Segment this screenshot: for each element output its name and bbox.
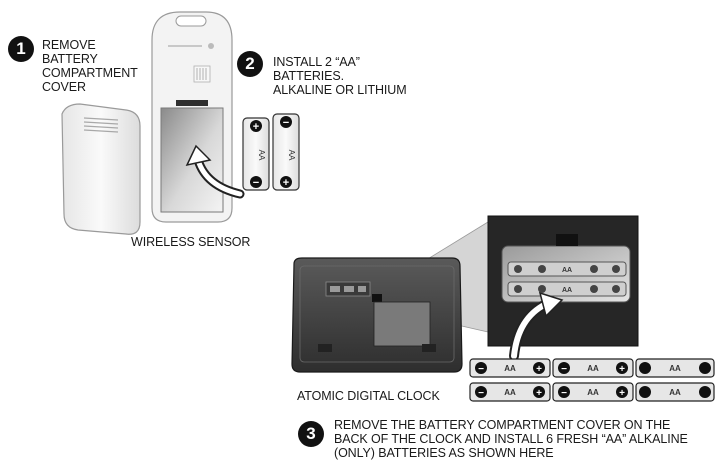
battery-1-minus: − <box>253 177 259 189</box>
clock-battery-5-minus: − <box>561 388 567 399</box>
clock-battery-4-label: AA <box>504 388 516 397</box>
clock-battery-1-plus: + <box>536 364 542 375</box>
step-1-badge: 1 <box>8 36 34 62</box>
step-2-line-3: ALKALINE OR LITHIUM <box>273 83 407 97</box>
clock-battery-1-label: AA <box>504 364 516 373</box>
clock-insert-arrow <box>509 291 564 361</box>
slot-row-2-label: AA <box>562 287 572 294</box>
battery-2-minus: − <box>283 117 289 129</box>
clock-battery-2-label: AA <box>587 364 599 373</box>
clock-battery-5-label: AA <box>587 388 599 397</box>
step-1-caption: REMOVE BATTERY COMPARTMENT COVER <box>42 38 138 94</box>
step-1-line-3: COMPARTMENT <box>42 66 138 80</box>
clock-battery-4-plus: + <box>536 388 542 399</box>
sensor-battery-1 <box>242 117 270 191</box>
clock-label: ATOMIC DIGITAL CLOCK <box>297 389 440 403</box>
atomic-digital-clock <box>291 257 463 373</box>
clock-battery-row-2 <box>469 382 715 402</box>
clock-battery-5-plus: + <box>619 388 625 399</box>
clock-battery-2-plus: + <box>619 364 625 375</box>
clock-battery-1-minus: − <box>478 364 484 375</box>
step-3-caption: REMOVE THE BATTERY COMPARTMENT COVER ON … <box>334 418 688 460</box>
step-1-line-2: BATTERY <box>42 52 98 66</box>
sensor-label: WIRELESS SENSOR <box>131 235 251 249</box>
clock-battery-4-minus: − <box>478 388 484 399</box>
step-2-line-1: INSTALL 2 “AA” <box>273 55 360 69</box>
sensor-insert-arrow <box>185 144 245 199</box>
battery-2-label: AA <box>287 150 296 161</box>
step-3-badge: 3 <box>298 421 324 447</box>
clock-battery-row-1 <box>469 358 715 378</box>
slot-row-1-label: AA <box>562 267 572 274</box>
clock-battery-3-label: AA <box>669 364 681 373</box>
sensor-battery-2 <box>272 113 300 191</box>
zoomed-battery-compartment <box>487 215 639 347</box>
step-3-line-3: (ONLY) BATTERIES AS SHOWN HERE <box>334 446 554 460</box>
clock-battery-6-label: AA <box>669 388 681 397</box>
step-3-line-1: REMOVE THE BATTERY COMPARTMENT COVER ON … <box>334 418 671 432</box>
battery-1-label: AA <box>257 150 266 161</box>
step-2-line-2: BATTERIES. <box>273 69 345 83</box>
step-2-caption: INSTALL 2 “AA” BATTERIES. ALKALINE OR LI… <box>273 55 407 97</box>
battery-cover <box>61 103 141 235</box>
battery-1-plus: + <box>253 121 259 133</box>
step-3-line-2: BACK OF THE CLOCK AND INSTALL 6 FRESH “A… <box>334 432 688 446</box>
clock-battery-2-minus: − <box>561 364 567 375</box>
step-1-line-4: COVER <box>42 80 86 94</box>
battery-2-plus: + <box>283 177 289 189</box>
step-1-line-1: REMOVE <box>42 38 96 52</box>
step-2-badge: 2 <box>237 51 263 77</box>
